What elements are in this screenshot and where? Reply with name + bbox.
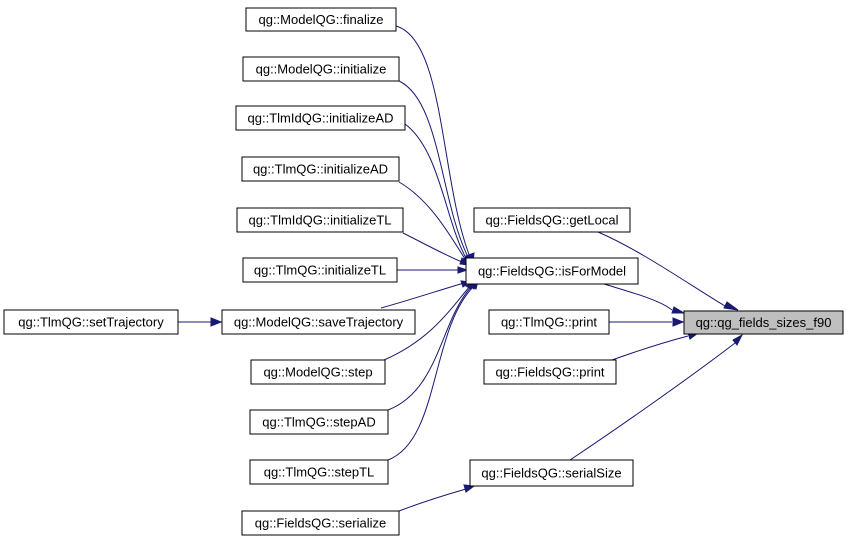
nodes: qg::ModelQG::finalize qg::ModelQG::initi… xyxy=(3,7,844,536)
edge-isformodel-to-target xyxy=(603,283,673,311)
node-label: qg::TlmIdQG::initializeAD xyxy=(248,111,394,126)
node-fields-getlocal[interactable]: qg::FieldsQG::getLocal xyxy=(473,207,631,233)
node-model-savetrajectory[interactable]: qg::ModelQG::saveTrajectory xyxy=(221,309,416,335)
edge-serialsize-to-target xyxy=(569,342,736,461)
node-label: qg::TlmQG::stepAD xyxy=(262,415,375,430)
node-tlm-print[interactable]: qg::TlmQG::print xyxy=(488,309,610,335)
node-tlm-stepad[interactable]: qg::TlmQG::stepAD xyxy=(249,409,389,435)
edge-finalize-to-isformodel xyxy=(395,25,471,258)
edge-step-to-isformodel xyxy=(383,285,471,361)
node-fields-print[interactable]: qg::FieldsQG::print xyxy=(483,359,617,385)
edge-getlocal-to-target xyxy=(597,231,726,307)
node-label: qg::ModelQG::saveTrajectory xyxy=(234,315,404,330)
node-tlmid-initializetl[interactable]: qg::TlmIdQG::initializeTL xyxy=(236,207,404,233)
edge-savetraj-to-isformodel xyxy=(380,282,465,309)
edge-initialize-to-isformodel xyxy=(398,80,469,258)
edge-stepad-to-isformodel xyxy=(387,285,473,411)
node-label: qg::TlmQG::stepTL xyxy=(264,465,375,480)
node-tlm-steptl[interactable]: qg::TlmQG::stepTL xyxy=(249,459,389,485)
edge-steptl-to-isformodel xyxy=(387,285,475,461)
node-fields-serialize[interactable]: qg::FieldsQG::serialize xyxy=(241,510,400,536)
node-label: qg::FieldsQG::serialize xyxy=(255,516,387,531)
node-fields-serialsize[interactable]: qg::FieldsQG::serialSize xyxy=(469,459,634,487)
node-model-step[interactable]: qg::ModelQG::step xyxy=(250,359,386,385)
node-label: qg::TlmQG::setTrajectory xyxy=(18,315,164,330)
edge-fieldsprint-to-target xyxy=(611,335,689,361)
node-label: qg::FieldsQG::isForModel xyxy=(478,264,626,279)
node-label: qg::FieldsQG::print xyxy=(495,365,604,380)
node-label: qg::ModelQG::initialize xyxy=(256,62,387,77)
node-label: qg::ModelQG::step xyxy=(263,365,372,380)
edge-tlm-initad-to-isformodel xyxy=(398,181,466,260)
arrowhead-settraj xyxy=(210,317,223,327)
arrowhead-serialsize xyxy=(732,333,744,346)
arrowhead-serialize xyxy=(463,484,476,493)
node-model-finalize[interactable]: qg::ModelQG::finalize xyxy=(245,7,397,32)
node-label: qg::ModelQG::finalize xyxy=(258,12,383,27)
node-label: qg::FieldsQG::serialSize xyxy=(481,466,621,481)
arrowhead-tlm-inittl xyxy=(457,266,469,274)
arrowhead-tlmprint xyxy=(672,317,685,327)
arrowhead-isformodel xyxy=(671,306,686,314)
node-qg-fields-sizes-f90[interactable]: qg::qg_fields_sizes_f90 xyxy=(683,310,844,335)
node-label: qg::FieldsQG::getLocal xyxy=(486,213,619,228)
node-tlm-initializead[interactable]: qg::TlmQG::initializeAD xyxy=(241,156,400,182)
arrowhead-getlocal xyxy=(723,301,739,311)
node-label: qg::TlmIdQG::initializeTL xyxy=(248,213,391,228)
node-label: qg::TlmQG::print xyxy=(501,315,597,330)
node-tlm-settrajectory[interactable]: qg::TlmQG::setTrajectory xyxy=(3,309,179,335)
node-label: qg::qg_fields_sizes_f90 xyxy=(696,315,832,330)
node-label: qg::TlmQG::initializeTL xyxy=(254,263,386,278)
edges xyxy=(178,25,736,512)
node-tlm-initializetl[interactable]: qg::TlmQG::initializeTL xyxy=(242,257,398,283)
edge-tlmid-initad-to-isformodel xyxy=(404,123,467,259)
node-model-initialize[interactable]: qg::ModelQG::initialize xyxy=(242,56,400,82)
node-label: qg::TlmQG::initializeAD xyxy=(253,162,388,177)
edge-tlmid-inittl-to-isformodel xyxy=(402,232,463,263)
node-fields-isformodel[interactable]: qg::FieldsQG::isForModel xyxy=(465,257,639,285)
node-tlmid-initializead[interactable]: qg::TlmIdQG::initializeAD xyxy=(235,105,406,131)
edge-serialize-to-serialsize xyxy=(398,488,467,512)
